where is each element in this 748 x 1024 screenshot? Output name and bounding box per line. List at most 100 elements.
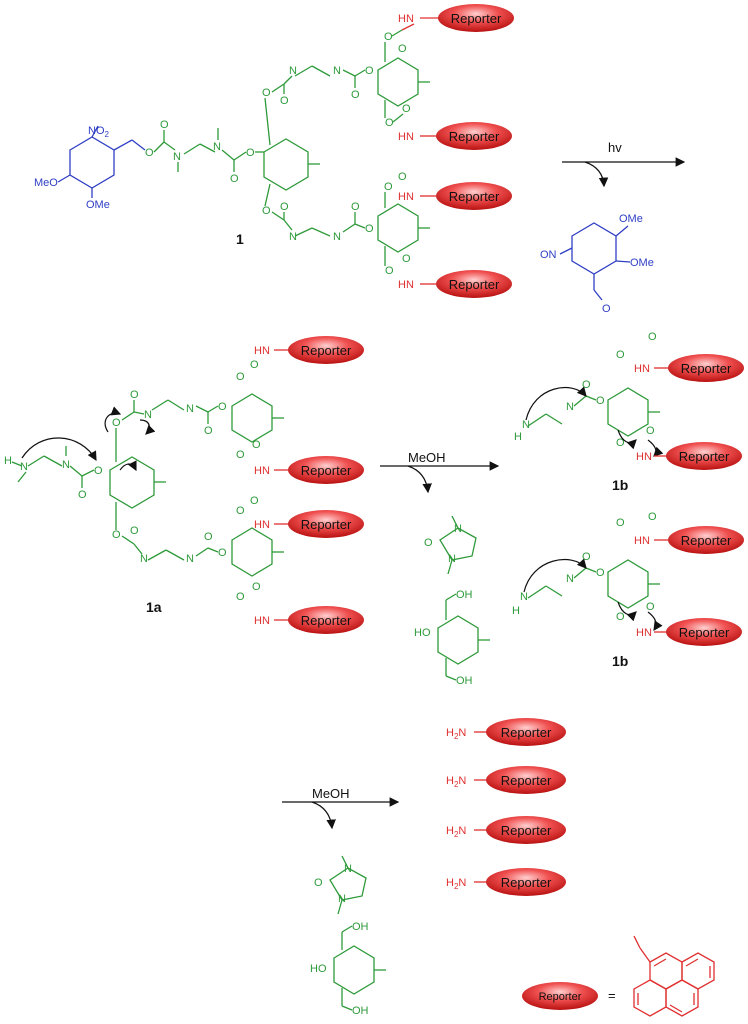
n-atom: N [213, 141, 221, 153]
o-atom: O [582, 551, 591, 563]
o-atom: O [596, 395, 605, 407]
reporter-2a: Reporter [274, 336, 364, 364]
phenol-byproduct-2: OH HO OH [310, 921, 386, 1017]
reporter-2b: Reporter [274, 456, 364, 484]
svg-text:MeOH: MeOH [312, 786, 350, 801]
o-atom: O [648, 511, 657, 523]
o-atom: O [94, 465, 103, 477]
reporter-1d: Reporter [420, 270, 512, 298]
o-atom: O [280, 201, 289, 213]
hn-atom: HN [636, 627, 652, 639]
hv-arrow: hv [562, 140, 686, 188]
svg-text:Reporter: Reporter [301, 613, 352, 628]
hn-atom: HN [254, 465, 270, 477]
lower-branch: O O N N O O O O HN O O HN [262, 171, 430, 291]
reporter-1b: Reporter [420, 122, 512, 150]
oh-group: OH [352, 921, 369, 933]
n-atom: N [520, 591, 528, 603]
o-atom: O [130, 389, 139, 401]
hn-atom: HN [636, 451, 652, 463]
o-atom: O [218, 547, 227, 559]
reporter-1a: Reporter [420, 4, 514, 32]
equals-sign: = [608, 988, 616, 1003]
o-atom: O [384, 31, 393, 43]
svg-text:Reporter: Reporter [501, 773, 552, 788]
o-atom: O [385, 117, 394, 129]
o-atom: O [351, 89, 360, 101]
o-atom: O [402, 253, 411, 265]
oh-group: OH [456, 589, 473, 601]
o-atom: O [648, 331, 657, 343]
reporter-legend: Reporter = [522, 935, 715, 1017]
o-atom: O [582, 379, 591, 391]
svg-text:Reporter: Reporter [449, 277, 500, 292]
o-atom: O [424, 537, 433, 549]
o-atom: O [252, 581, 261, 593]
svg-text:Reporter: Reporter [501, 725, 552, 740]
hn-atom: HN [634, 535, 650, 547]
n-atom: N [144, 409, 152, 421]
svg-text:Reporter: Reporter [539, 991, 582, 1003]
o-atom: O [646, 601, 655, 613]
o-atom: O [398, 171, 407, 183]
compound-1b-lower-label: 1b [612, 653, 628, 669]
n-atom: N [333, 231, 341, 243]
n-atom: N [186, 403, 194, 415]
reporter-1c: Reporter [420, 182, 512, 210]
o-atom: O [616, 611, 625, 623]
reporter-3a: Reporter [654, 354, 744, 382]
o-atom: O [402, 103, 411, 115]
oh-group: OH [352, 1005, 369, 1017]
o-atom: O [236, 449, 245, 461]
o-atom: O [398, 43, 407, 55]
svg-text:hv: hv [608, 140, 622, 155]
meo-group: MeO [34, 177, 58, 189]
n-atom: N [522, 419, 530, 431]
ome-group: OMe [86, 199, 110, 211]
o-atom: O [384, 181, 393, 193]
svg-text:Reporter: Reporter [449, 129, 500, 144]
svg-text:Reporter: Reporter [301, 463, 352, 478]
n-atom: N [344, 863, 352, 875]
o-atom: O [218, 401, 227, 413]
meoh-arrow-1: MeOH [380, 450, 500, 494]
nitroveratryl-group: NO2 MeO OMe [34, 125, 146, 211]
o-atom: O [616, 349, 625, 361]
n-atom: N [289, 65, 297, 77]
hn-atom: HN [398, 191, 414, 203]
svg-text:Reporter: Reporter [679, 625, 730, 640]
reporter-3b: Reporter [654, 442, 742, 470]
svg-text:Reporter: Reporter [301, 343, 352, 358]
n-atom: N [62, 459, 70, 471]
ho-group: HO [310, 963, 327, 975]
reporter-2c: Reporter [274, 510, 364, 538]
linker-1: O O N N O O [145, 119, 264, 185]
n-atom: N [566, 573, 574, 585]
n-atom: N [289, 231, 297, 243]
amine-reporter-1: H2N Reporter [446, 718, 566, 746]
o-atom: O [78, 489, 87, 501]
o-atom: O [602, 303, 611, 315]
n-atom: N [140, 553, 148, 565]
hn-atom: HN [254, 345, 270, 357]
o-atom: O [230, 173, 239, 185]
h-atom: H [4, 455, 12, 467]
n-atom: N [186, 553, 194, 565]
compound-1a: H N N O O O O N N O O [4, 336, 364, 634]
svg-text:MeOH: MeOH [408, 450, 446, 465]
svg-text:H2N: H2N [446, 727, 466, 741]
o-atom: O [236, 591, 245, 603]
amine-reporter-2: H2N Reporter [446, 766, 566, 794]
on-group: ON [540, 249, 557, 261]
o-atom: O [262, 87, 271, 99]
n-atom: N [338, 893, 346, 905]
o-atom: O [646, 425, 655, 437]
o-atom: O [112, 529, 121, 541]
compound-1b-upper: H N N O O O O HN O O HN Reporter Reporte… [514, 331, 744, 493]
o-atom: O [236, 505, 245, 517]
svg-text:Reporter: Reporter [501, 875, 552, 890]
n-atom: N [20, 461, 28, 473]
svg-text:Reporter: Reporter [451, 11, 502, 26]
hn-atom: HN [254, 615, 270, 627]
reporter-2d: Reporter [274, 606, 364, 634]
